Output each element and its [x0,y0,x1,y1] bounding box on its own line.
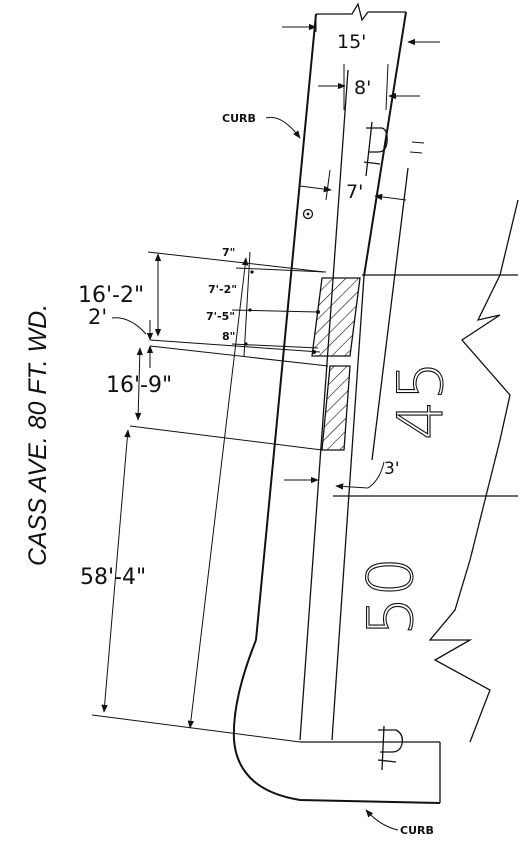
hatched-areas [311,277,361,451]
svg-text:CURB: CURB [400,824,434,837]
svg-text:7': 7' [346,181,363,203]
lot-break-lines [428,199,519,743]
dim-gap-width: 3' [284,459,400,490]
svg-text:CURB: CURB [222,112,256,125]
walk-inner-line [299,69,349,741]
svg-text:16'-2": 16'-2" [78,283,144,308]
dim-walk-width: 7' [299,169,407,203]
lot-number-45: 45 [384,361,457,440]
property-line-symbol-top [363,121,425,177]
svg-text:2': 2' [88,305,107,329]
dim-top-width: 15' [282,14,440,53]
dim-inner-width: 8' [318,63,420,111]
svg-text:7'-2": 7'-2" [208,283,237,296]
property-line-symbol-bottom [350,725,432,771]
street-name-label: CASS AVE. 80 FT. WD. [24,304,52,566]
svg-text:7": 7" [222,246,235,259]
svg-text:16'-9": 16'-9" [106,373,172,398]
dim-vertical-chain: 16'-2" 2' 16'-9" 58'-4" [78,251,329,743]
top-break-line [316,2,406,22]
dim-sub-chain: 7" 7'-2" 7'-5" 8" [206,246,327,357]
svg-text:58'-4": 58'-4" [80,565,146,590]
svg-text:7'-5": 7'-5" [206,310,235,323]
curb-label-top: CURB [222,112,301,139]
lot-number-50: 50 [354,557,427,636]
svg-text:8": 8" [222,330,235,343]
monument-marker [302,208,314,220]
curb-label-bottom: CURB [365,809,434,837]
property-line [331,11,409,741]
svg-text:15': 15' [337,31,366,53]
svg-text:3': 3' [384,459,400,479]
svg-text:8': 8' [354,77,371,99]
